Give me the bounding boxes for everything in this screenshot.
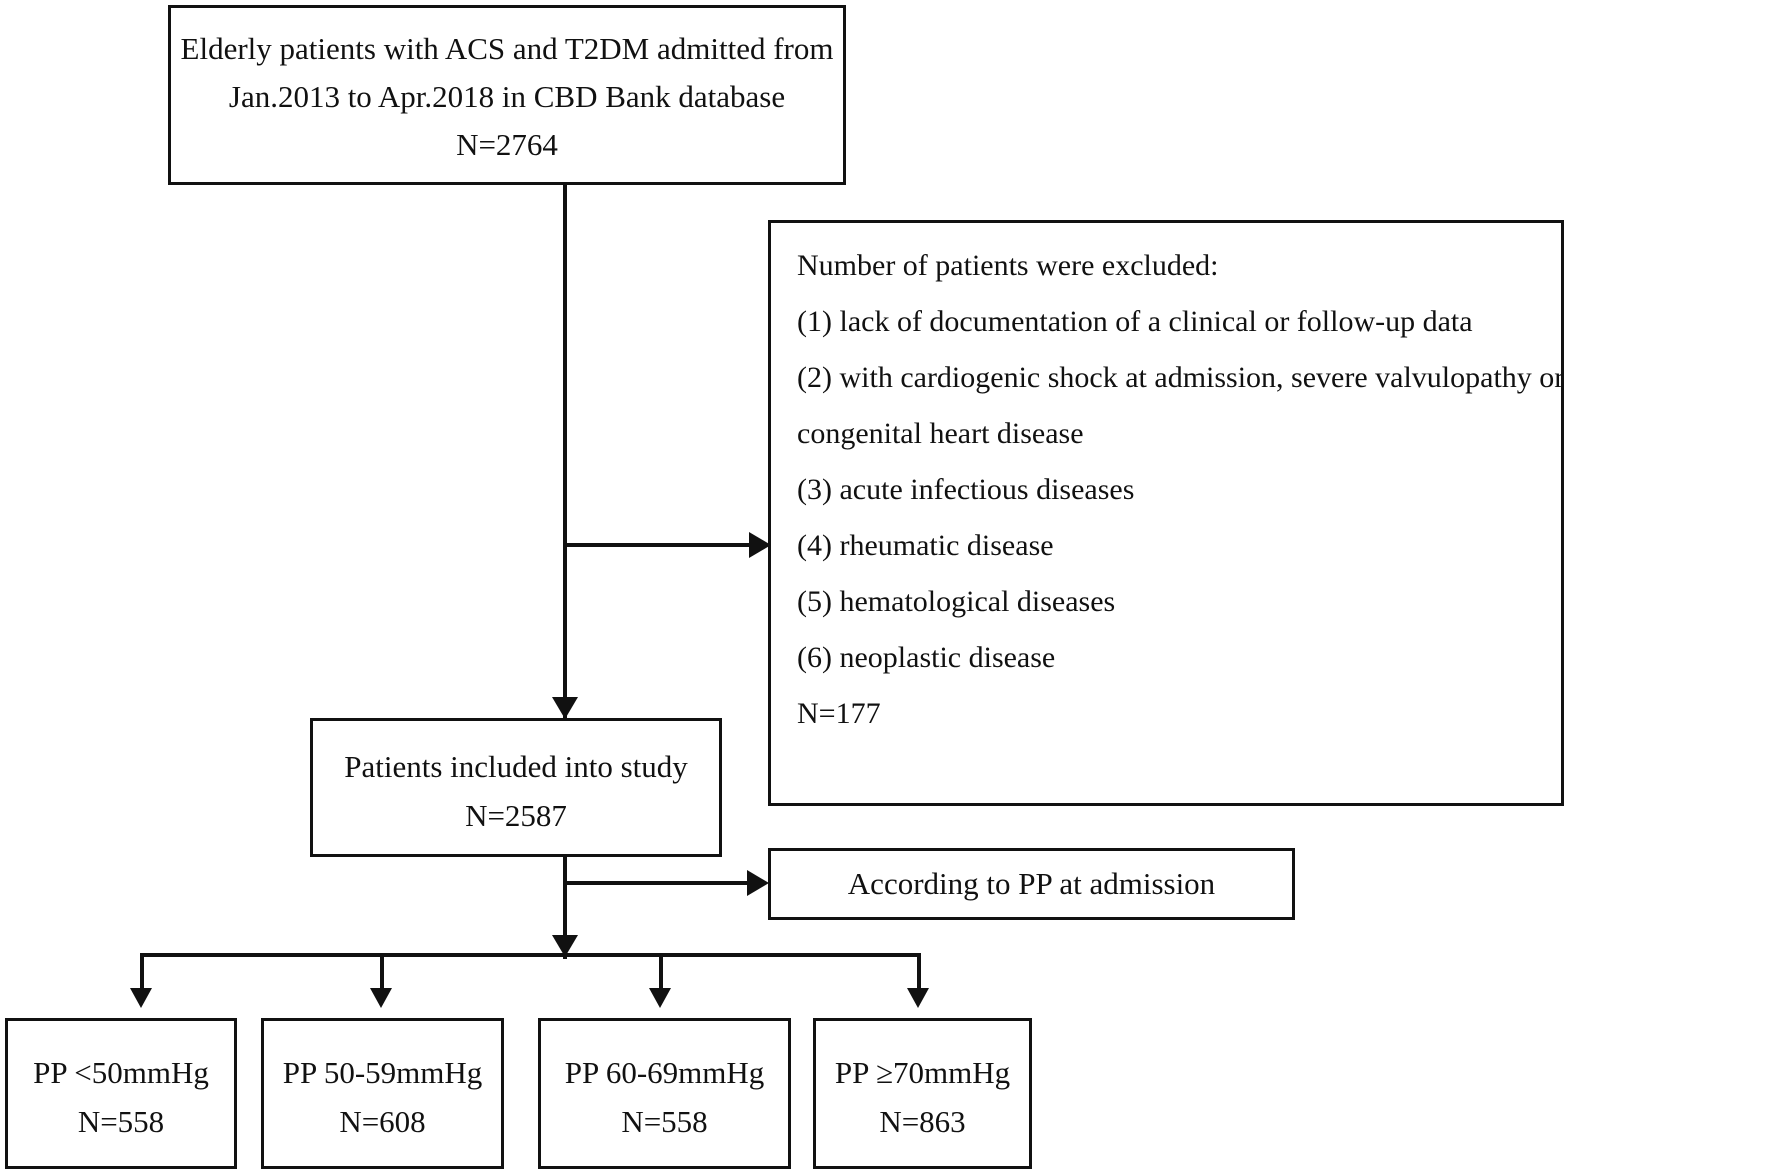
included-count: N=2587 — [465, 797, 567, 833]
exclusion-count: N=177 — [797, 697, 881, 730]
source-line-1: Elderly patients with ACS and T2DM admit… — [180, 30, 834, 66]
according-label: According to PP at admission — [847, 866, 1216, 902]
group-2-count: N=558 — [621, 1103, 708, 1139]
included-label: Patients included into study — [344, 748, 688, 784]
exclusion-item-1: (1) lack of documentation of a clinical … — [797, 305, 1473, 338]
exclusion-item-5: (5) hematological diseases — [797, 585, 1116, 618]
arrow-down-icon-group-3 — [907, 988, 929, 1008]
node-group-pp-50-59: PP 50-59mmHg N=608 — [261, 1018, 504, 1169]
group-1-count: N=608 — [339, 1103, 426, 1139]
source-count: N=2764 — [456, 127, 558, 163]
connector-branch-group-0 — [140, 953, 144, 1001]
node-group-pp-under-50: PP <50mmHg N=558 — [5, 1018, 237, 1169]
node-according-to-pp: According to PP at admission — [768, 848, 1295, 920]
group-3-label: PP ≥70mmHg — [834, 1054, 1011, 1090]
arrow-down-icon-group-0 — [130, 988, 152, 1008]
exclusion-item-3: (3) acute infectious diseases — [797, 473, 1135, 506]
node-exclusion-criteria: Number of patients were excluded: (1) la… — [768, 220, 1564, 806]
connector-branch-group-2 — [659, 953, 663, 1001]
exclusion-item-6: (6) neoplastic disease — [797, 641, 1056, 674]
node-group-pp-over-70: PP ≥70mmHg N=863 — [813, 1018, 1032, 1169]
exclusion-item-2-cont: congenital heart disease — [797, 417, 1084, 450]
connector-branch-group-1 — [380, 953, 384, 1001]
group-2-label: PP 60-69mmHg — [564, 1054, 765, 1090]
group-3-count: N=863 — [879, 1103, 966, 1139]
arrow-down-icon-group-2 — [649, 988, 671, 1008]
arrow-down-icon-group-1 — [370, 988, 392, 1008]
arrow-down-icon-source-to-included — [552, 697, 578, 719]
node-source-population: Elderly patients with ACS and T2DM admit… — [168, 5, 846, 185]
node-group-pp-60-69: PP 60-69mmHg N=558 — [538, 1018, 791, 1169]
exclusion-heading: Number of patients were excluded: — [797, 249, 1219, 282]
exclusion-item-2: (2) with cardiogenic shock at admission,… — [797, 361, 1565, 394]
connector-to-exclusion — [563, 543, 757, 547]
connector-group-distributor — [140, 953, 921, 957]
node-patients-included: Patients included into study N=2587 — [310, 718, 722, 857]
arrow-right-icon-to-exclusion — [749, 532, 771, 558]
group-0-count: N=558 — [77, 1103, 165, 1139]
connector-branch-group-3 — [917, 953, 921, 1001]
group-0-label: PP <50mmHg — [33, 1054, 209, 1090]
arrow-down-icon-included-to-groups — [552, 935, 578, 957]
connector-included-to-groups — [563, 857, 567, 959]
arrow-right-icon-to-according-to-pp — [747, 870, 769, 896]
source-line-2: Jan.2013 to Apr.2018 in CBD Bank databas… — [228, 78, 786, 114]
group-1-label: PP 50-59mmHg — [282, 1054, 483, 1090]
connector-to-according-to-pp — [563, 881, 755, 885]
connector-source-to-included — [563, 185, 567, 721]
exclusion-item-4: (4) rheumatic disease — [797, 529, 1054, 562]
